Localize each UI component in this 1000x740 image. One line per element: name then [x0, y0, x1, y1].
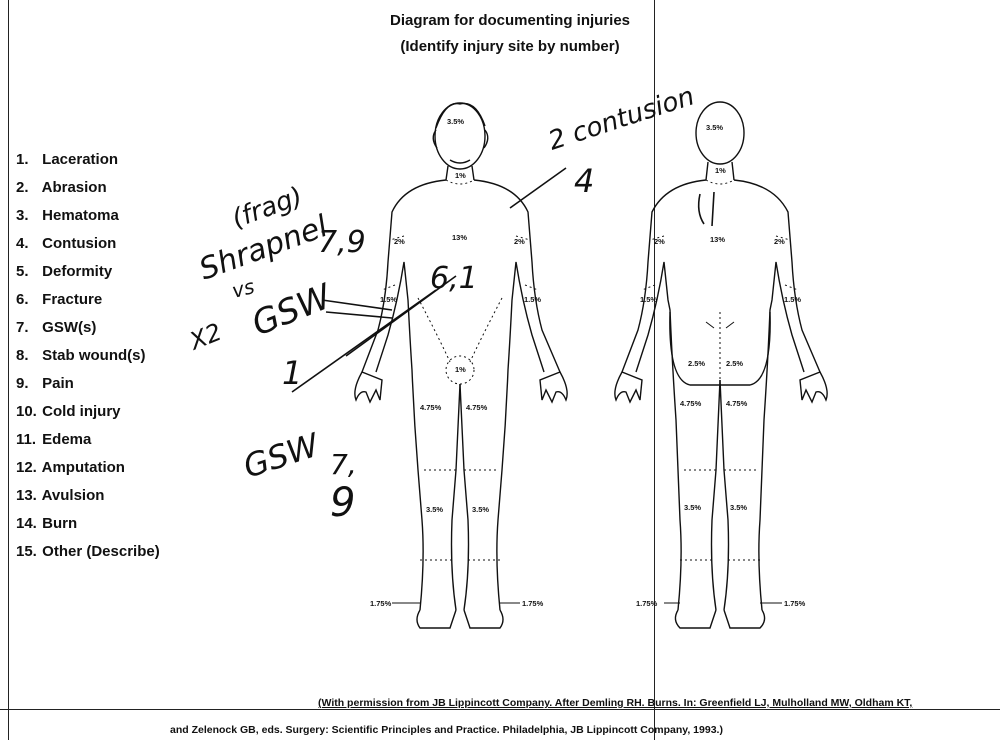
pct-label: 4.75% [420, 403, 442, 412]
pct-label: 4.75% [466, 403, 488, 412]
pct-label: 1.75% [370, 599, 392, 608]
pct-label: 13% [452, 233, 467, 242]
back-body-figure: 3.5% 1% 13% 2% 2% 1.5% 1.5% 2.5% 2.5% 4.… [615, 102, 827, 628]
handwritten-text: 1 [282, 354, 302, 392]
pct-label: 3.5% [684, 503, 701, 512]
pct-label: 1.5% [784, 295, 801, 304]
pct-label: 1% [455, 171, 466, 180]
horizontal-rule [0, 709, 1000, 710]
pct-label: 1.75% [636, 599, 658, 608]
credit-line-1: (With permission from JB Lippincott Comp… [318, 697, 912, 709]
pct-label: 1% [715, 166, 726, 175]
body-figures: 3.5% 1% 13% 2% 2% 1.5% 1.5% 1% 4.75% 4.7… [0, 0, 1000, 700]
pct-label: 2.5% [726, 359, 743, 368]
handwritten-text: 4 [574, 162, 594, 200]
pct-label: 4.75% [680, 399, 702, 408]
credit-line-2: and Zelenock GB, eds. Surgery: Scientifi… [170, 724, 723, 736]
handwritten-annotations [292, 168, 566, 392]
handwritten-text: 7,9 [318, 225, 366, 260]
pct-label: 3.5% [426, 505, 443, 514]
pct-label: 1.5% [640, 295, 657, 304]
pct-label: 3.5% [730, 503, 747, 512]
front-body-figure: 3.5% 1% 13% 2% 2% 1.5% 1.5% 1% 4.75% 4.7… [355, 103, 567, 628]
pct-label: 3.5% [472, 505, 489, 514]
pct-label: 2% [514, 237, 525, 246]
pct-label: 1.75% [784, 599, 806, 608]
pct-label: 2.5% [688, 359, 705, 368]
pct-label: 13% [710, 235, 725, 244]
pct-label: 2% [394, 237, 405, 246]
handwritten-text: 6,1 [430, 261, 478, 296]
pct-label: 1% [455, 365, 466, 374]
pct-label: 3.5% [706, 123, 723, 132]
pct-label: 1.75% [522, 599, 544, 608]
handwritten-text: GSW [239, 425, 325, 485]
handwritten-text: 7, [330, 448, 357, 481]
pct-label: 3.5% [447, 117, 464, 126]
handwritten-text: 2 contusion [545, 81, 698, 156]
handwritten-text: X2 [184, 318, 226, 357]
pct-label: 2% [774, 237, 785, 246]
pct-label: 2% [654, 237, 665, 246]
pct-label: 4.75% [726, 399, 748, 408]
pct-label: 1.5% [380, 295, 397, 304]
handwritten-text: vs [229, 274, 256, 303]
pct-label: 1.5% [524, 295, 541, 304]
handwritten-text: GSW [246, 276, 338, 344]
handwritten-text: 9 [330, 480, 355, 526]
